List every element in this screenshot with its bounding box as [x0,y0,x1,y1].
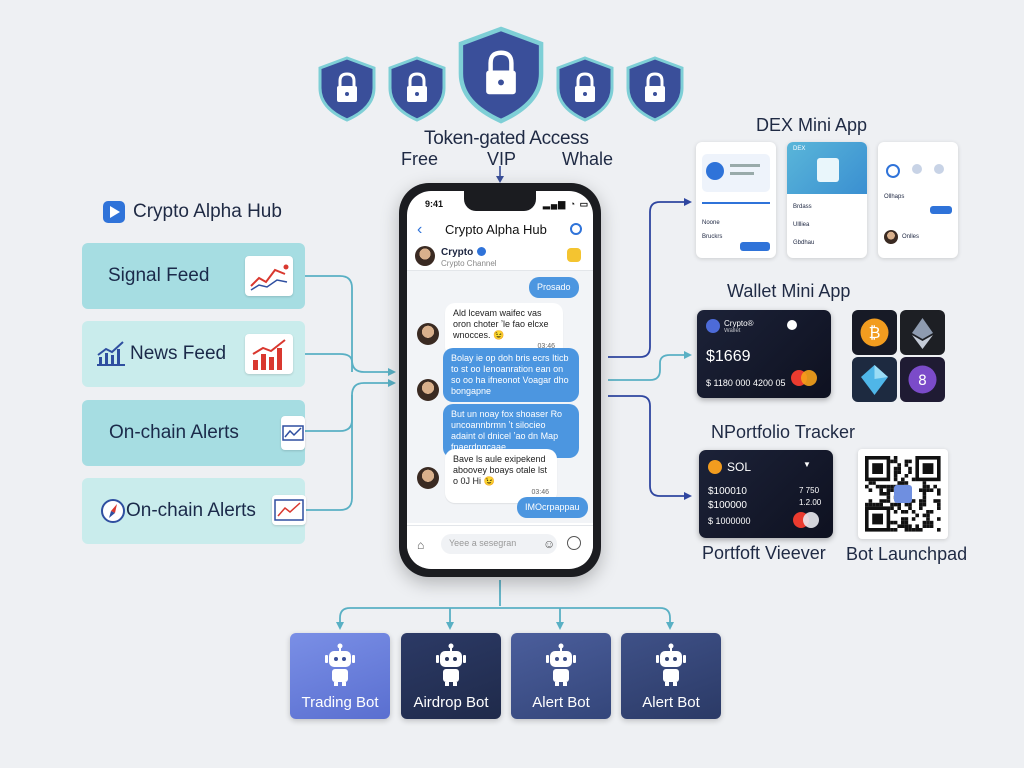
message-bubble-out: Prosado [529,277,579,298]
channel-sub: Crypto Channel [441,259,497,268]
compass-icon [100,498,126,530]
dex-title: DEX Mini App [756,115,868,135]
feature-label: On-chain Alerts [109,422,239,443]
access-heading: Token-gated Access [424,128,589,149]
airdrop-bot-card[interactable]: Airdrop Bot [401,633,501,719]
portfolio-card[interactable]: SOL ▼ $100010 $100000 $ 1000000 7 750 1.… [699,450,833,538]
ethereum-icon [900,310,945,355]
settings-icon[interactable] [570,223,582,235]
phone-notch [464,191,536,211]
diamond-icon [852,357,897,402]
bot-label: Alert Bot [532,694,590,711]
alert-bot-card-2[interactable]: Alert Bot [621,633,721,719]
portfolio-title: NPortfolio Tracker [711,422,856,442]
bar-chart-icon [245,334,293,374]
emoji-icon[interactable]: ☺ [543,537,556,551]
shield-lock-icon [626,56,684,127]
verified-icon [477,247,486,256]
hub-title-text: Crypto Alpha Hub [133,201,282,222]
trend-up-icon [95,339,127,373]
avatar [415,246,435,266]
message-input-bar: ⌂ Yeee a sesegran ☺ [407,525,593,565]
sol-coin-icon [708,460,722,474]
feature-card-signal-feed[interactable]: Signal Feed [82,243,305,309]
avatar [884,230,898,244]
message-bubble-out: IMOcrpappau [517,497,588,518]
tier-vip: VIP [487,149,517,169]
tier-free: Free [401,149,439,169]
trading-bot-card[interactable]: Trading Bot [290,633,390,719]
status-time: 9:41 [425,199,444,209]
dex-screen-1[interactable]: Noone Bruckrs [696,142,776,258]
message-bubble-out: Bolay ie op doh bris ecrs Iticb to st oo… [443,348,579,402]
back-icon[interactable]: ‹ [417,221,423,238]
avatar [417,379,439,401]
svg-text:8: 8 [918,373,927,389]
signal-battery-icon: ▂▄▆ ◔ ▭ [543,199,590,209]
play-icon [103,201,125,223]
shield-lock-icon [556,56,614,127]
line-chart-icon [245,256,293,296]
shield-lock-icon [388,56,446,127]
feature-label: Signal Feed [108,265,210,286]
chat-title: Crypto Alpha Hub [445,222,547,237]
dex-screen-3[interactable]: Ollhaps Onlles [878,142,958,258]
feature-card-onchain-alerts[interactable]: On-chain Alerts [82,400,305,466]
avatar [417,467,439,489]
bitcoin-icon: ₿ [852,310,897,355]
hub-title: Crypto Alpha Hub [103,201,282,223]
chart-window-icon [272,495,306,525]
message-input-placeholder: Yeee a sesegran [449,538,517,548]
robot-icon [325,643,355,686]
send-icon[interactable] [567,536,581,550]
wallet-balance: $1669 [706,348,751,365]
launchpad-caption: Bot Launchpad [846,544,968,564]
message-input[interactable] [441,534,557,554]
shield-lock-icon [457,26,545,129]
robot-icon [546,643,576,686]
wallet-title: Wallet Mini App [727,281,851,301]
robot-icon [436,643,466,686]
channel-name: Crypto [441,247,474,258]
document-icon [817,158,839,182]
tier-whale: Whale [562,149,614,169]
wallet-card[interactable]: Crypto® Wallet $1669 $ 1180 000 4200 05 [697,310,831,398]
chat-header: ‹ Crypto Alpha Hub [407,219,593,241]
crypto-logo-icon [706,319,720,333]
viewer-caption: Portfoft Vieever [702,543,826,563]
home-icon[interactable]: ⌂ [417,538,425,552]
polygon-icon: 8 [900,357,945,402]
bot-label: Trading Bot [301,694,379,711]
wallet-icon [706,162,724,180]
phone-mockup: 9:41 ▂▄▆ ◔ ▭ ‹ Crypto Alpha Hub Crypto C… [399,183,601,577]
avatar [417,323,439,345]
pin-icon[interactable] [567,248,581,262]
feature-card-news-feed[interactable]: News Feed [82,321,305,387]
feature-label: News Feed [130,343,227,364]
phone-screen: 9:41 ▂▄▆ ◔ ▭ ‹ Crypto Alpha Hub Crypto C… [407,191,593,569]
feature-card-onchain-alerts-2[interactable]: On-chain Alerts [82,478,306,544]
alert-bot-card[interactable]: Alert Bot [511,633,611,719]
channel-row[interactable]: Crypto Crypto Channel [407,243,593,271]
bot-label: Alert Bot [642,694,700,711]
chart-window-icon [281,416,305,450]
qr-code[interactable] [858,449,948,539]
verified-icon: ▼ [803,460,811,469]
feature-label: On-chain Alerts [126,500,256,521]
message-bubble-in: Bave ls aule exipekend aboovey boays ota… [445,449,557,503]
bot-label: Airdrop Bot [413,694,489,711]
robot-icon [656,643,686,686]
message-list: Prosado Ald lcevam waifec vas oron chote… [407,271,593,523]
dex-screen-2[interactable]: DEX Brdass Ullliea Gbdhau [787,142,867,258]
shield-lock-icon [318,56,376,127]
svg-text:₿: ₿ [869,323,881,342]
